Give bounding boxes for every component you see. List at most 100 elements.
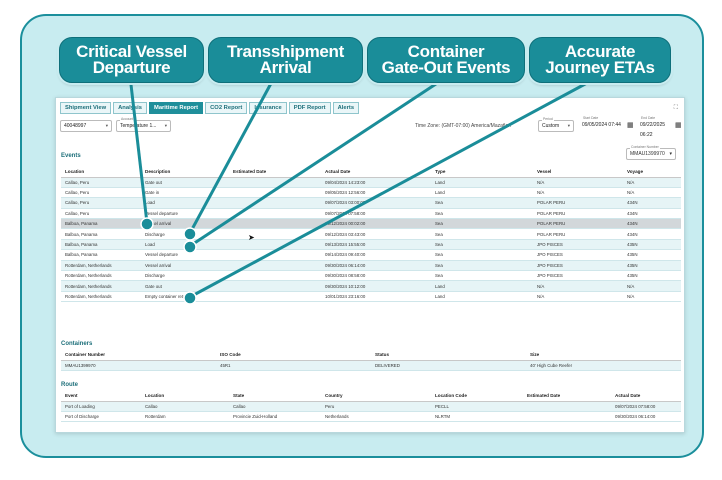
table-cell: Callao bbox=[229, 401, 321, 412]
table-cell bbox=[229, 249, 321, 261]
table-cell: Sea bbox=[431, 249, 533, 261]
table-cell: POLAR PERU bbox=[533, 197, 623, 209]
column-header: Location bbox=[141, 391, 229, 402]
tab-alerts[interactable]: Alerts bbox=[332, 102, 360, 114]
table-cell: Load bbox=[141, 239, 229, 251]
container-number-value: MMAU1399970 bbox=[630, 151, 665, 157]
table-cell: 09/05/2024 12:56:00 bbox=[321, 187, 431, 199]
period-select[interactable]: Period Custom ▾ bbox=[538, 117, 574, 132]
start-date-label: Start Date bbox=[582, 116, 600, 120]
table-cell: Callao, Peru bbox=[61, 197, 141, 209]
table-cell bbox=[229, 291, 321, 303]
table-cell bbox=[229, 208, 321, 220]
table-cell: Sea bbox=[431, 260, 533, 272]
callout-label: Transshipment Arrival bbox=[226, 42, 345, 77]
end-date-field[interactable]: End Date 09/22/2025 06:22 bbox=[637, 116, 677, 138]
tab-pdf-report[interactable]: PDF Report bbox=[288, 102, 331, 114]
table-cell: POLAR PERU bbox=[533, 228, 623, 240]
column-header: Estimated Date bbox=[523, 391, 611, 402]
tab-insurance[interactable]: Insurance bbox=[249, 102, 287, 114]
table-cell: Sea bbox=[431, 228, 533, 240]
table-cell: 09/30/2024 06:14:00 bbox=[321, 260, 431, 272]
table-cell: 09/13/2024 15:55:00 bbox=[321, 239, 431, 251]
shipment-select[interactable]: 40048997 ▾ bbox=[60, 120, 112, 132]
tab-co2-report[interactable]: CO2 Report bbox=[205, 102, 248, 114]
table-cell: 40' High Cube Reefer bbox=[526, 360, 681, 371]
table-cell: 09/12/2024 03:43:00 bbox=[321, 228, 431, 240]
column-header: Event bbox=[61, 391, 141, 402]
events-title: Events bbox=[61, 153, 81, 159]
callout-label: Container Gate-Out Events bbox=[381, 42, 511, 77]
table-cell: Vessel arrival bbox=[141, 260, 229, 272]
table-cell: Provincie Zuid-Holland bbox=[229, 411, 321, 423]
account-select[interactable]: Account Temperature 1... ▾ bbox=[116, 117, 171, 132]
table-cell: 435N bbox=[623, 239, 681, 251]
table-cell: Sea bbox=[431, 208, 533, 220]
containers-title: Containers bbox=[61, 341, 93, 347]
tab-maritime-report[interactable]: Maritime Report bbox=[148, 102, 204, 114]
table-cell: N/A bbox=[533, 280, 623, 292]
table-cell: Callao, Peru bbox=[61, 208, 141, 220]
table-cell: 435N bbox=[623, 249, 681, 261]
table-cell: Rotterdam, Netherlands bbox=[61, 280, 141, 292]
column-header: Container Number bbox=[61, 350, 216, 361]
tab-analysis[interactable]: Analysis bbox=[113, 102, 147, 114]
table-cell bbox=[229, 187, 321, 199]
table-cell: Land bbox=[431, 280, 533, 292]
table-cell: Land bbox=[431, 187, 533, 199]
column-header: Size bbox=[526, 350, 681, 361]
end-date-label: End Date bbox=[640, 116, 657, 120]
table-cell: 09/14/2024 09:40:00 bbox=[321, 249, 431, 261]
timezone-label: Time Zone: (GMT-07:00) America/Mazatlan bbox=[415, 123, 511, 129]
end-date-value: 09/22/2025 06:22 bbox=[640, 122, 666, 138]
table-cell: 45R1 bbox=[216, 360, 371, 371]
table-cell: Sea bbox=[431, 218, 533, 230]
table-cell: Sea bbox=[431, 239, 533, 251]
table-cell: NLRTM bbox=[431, 411, 523, 423]
account-label: Account bbox=[120, 117, 135, 121]
tab-shipment-view[interactable]: Shipment View bbox=[60, 102, 112, 114]
callout-label: Critical Vessel Departure bbox=[76, 42, 187, 77]
table-cell: 09/12/2024 00:02:00 bbox=[321, 218, 431, 230]
start-date-field[interactable]: Start Date 09/05/2024 07:44 bbox=[579, 116, 627, 132]
table-cell: DELIVERED bbox=[371, 360, 526, 371]
table-cell: Rotterdam, Netherlands bbox=[61, 260, 141, 272]
table-cell: Balboa, Panama bbox=[61, 239, 141, 251]
callout-label: Accurate Journey ETAs bbox=[545, 42, 655, 77]
column-header: State bbox=[229, 391, 321, 402]
calendar-icon[interactable]: ▦ bbox=[627, 122, 634, 129]
container-number-select[interactable]: Container Number MMAU1399970 ▾ bbox=[626, 145, 676, 160]
column-header: Status bbox=[371, 350, 526, 361]
column-header: Voyage bbox=[623, 167, 681, 178]
calendar-icon[interactable]: ▦ bbox=[675, 122, 682, 129]
expand-icon[interactable]: ⛶ bbox=[673, 105, 678, 111]
table-cell: Vessel departure bbox=[141, 208, 229, 220]
table-cell: Port of Loading bbox=[61, 401, 141, 412]
table-cell: 434N bbox=[623, 228, 681, 240]
table-cell bbox=[229, 280, 321, 292]
table-cell: Callao bbox=[141, 401, 229, 412]
